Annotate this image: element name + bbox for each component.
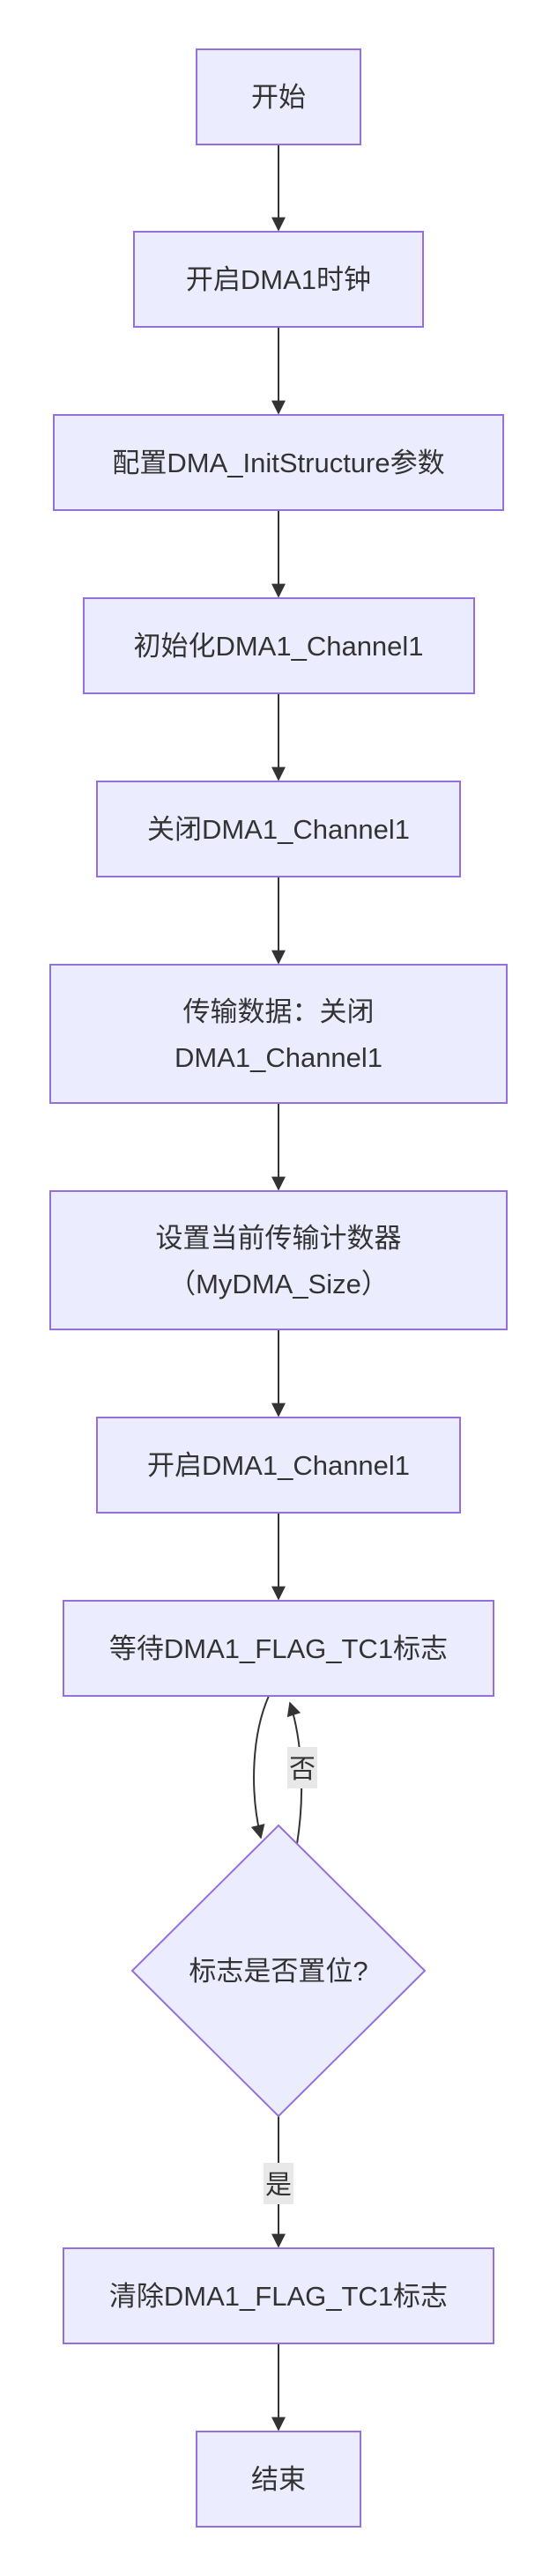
node-start-label: 开始 xyxy=(251,82,306,113)
node-set-transfer-counter-line1: 设置当前传输计数器 xyxy=(156,1223,402,1254)
node-clear-tc1-flag: 清除DMA1_FLAG_TC1标志 xyxy=(63,2247,494,2344)
node-flag-set-decision-label: 标志是否置位? xyxy=(189,1956,368,1987)
decision-diamond xyxy=(130,1824,427,2118)
node-start: 开始 xyxy=(196,48,361,145)
edge-labels: 否 是 xyxy=(264,1747,317,2204)
node-set-transfer-counter: 设置当前传输计数器 （MyDMA_Size） xyxy=(49,1190,508,1330)
node-enable-dma1-channel1-label: 开启DMA1_Channel1 xyxy=(147,1450,410,1481)
node-enable-dma1-clock: 开启DMA1时钟 xyxy=(133,231,424,328)
node-transfer-data-disable-line2: DMA1_Channel1 xyxy=(175,1042,382,1073)
edge-label-yes-background xyxy=(264,2163,293,2204)
node-enable-dma1-channel1: 开启DMA1_Channel1 xyxy=(96,1417,461,1514)
edge-label-no-background xyxy=(287,1747,317,1788)
edges xyxy=(250,144,303,2432)
edge-label-yes: 是 xyxy=(265,2171,292,2200)
node-wait-tc1-flag: 等待DMA1_FLAG_TC1标志 xyxy=(63,1600,494,1697)
edge-wait-to-decision-loop-down xyxy=(250,1695,270,1839)
edge-label-no: 否 xyxy=(289,1755,316,1784)
node-disable-dma1-channel1: 关闭DMA1_Channel1 xyxy=(96,781,461,877)
node-init-dma1-channel1-label: 初始化DMA1_Channel1 xyxy=(133,631,423,662)
node-wait-tc1-flag-label: 等待DMA1_FLAG_TC1标志 xyxy=(109,1633,448,1664)
node-configure-init-structure: 配置DMA_InitStructure参数 xyxy=(53,414,504,511)
node-transfer-data-disable-line1: 传输数据：关闭 xyxy=(183,996,375,1027)
node-init-dma1-channel1: 初始化DMA1_Channel1 xyxy=(83,597,475,694)
node-end-label: 结束 xyxy=(251,2464,306,2495)
node-clear-tc1-flag-label: 清除DMA1_FLAG_TC1标志 xyxy=(109,2281,448,2312)
node-end: 结束 xyxy=(196,2431,361,2528)
node-set-transfer-counter-line2: （MyDMA_Size） xyxy=(168,1269,389,1299)
node-disable-dma1-channel1-label: 关闭DMA1_Channel1 xyxy=(147,814,410,845)
node-configure-init-structure-label: 配置DMA_InitStructure参数 xyxy=(112,448,444,478)
node-flag-set-decision: 标志是否置位? xyxy=(130,1824,427,2118)
node-transfer-data-disable: 传输数据：关闭 DMA1_Channel1 xyxy=(49,964,508,1104)
nodes: 开始 开启DMA1时钟 配置DMA_InitStructure参数 初始化DMA… xyxy=(49,48,508,2528)
node-enable-dma1-clock-label: 开启DMA1时钟 xyxy=(186,264,371,295)
